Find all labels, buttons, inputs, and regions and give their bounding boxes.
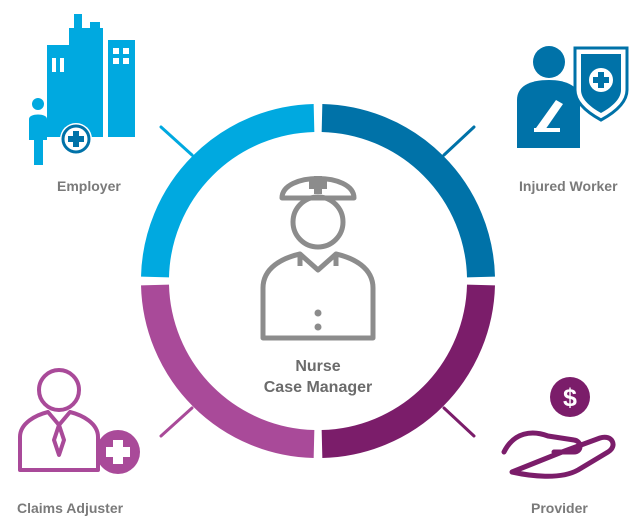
center-title: Nurse Case Manager [248, 356, 388, 398]
hand-dollar-icon: $ [501, 377, 616, 479]
node-label-provider: Provider [531, 500, 588, 516]
ring-segment-top-left [141, 104, 315, 278]
connector-injured-worker [442, 125, 476, 157]
ring-segment-bottom-right [321, 284, 495, 458]
node-label-employer: Employer [57, 178, 121, 194]
center-title-line2: Case Manager [263, 379, 373, 396]
ring-segment-bottom-left [141, 284, 315, 458]
svg-text:$: $ [563, 384, 577, 412]
ring-segment-top-right [321, 104, 495, 278]
adjuster-medical-badge [96, 430, 140, 474]
nurse-icon [260, 176, 376, 341]
center-title-line1: Nurse [295, 358, 341, 375]
buildings-medical-icon [29, 14, 135, 165]
nurse-cap-cross-icon [309, 176, 327, 331]
injured-worker-shield-icon [517, 46, 629, 148]
ring [141, 104, 495, 458]
connector-claims-adjuster [159, 406, 194, 438]
connector-employer [159, 125, 194, 157]
node-label-injured-worker: Injured Worker [519, 178, 618, 194]
adjuster-medical-icon [18, 368, 100, 472]
node-label-claims-adjuster: Claims Adjuster [17, 500, 124, 516]
connector-lines [159, 125, 476, 438]
connector-provider [442, 406, 476, 438]
